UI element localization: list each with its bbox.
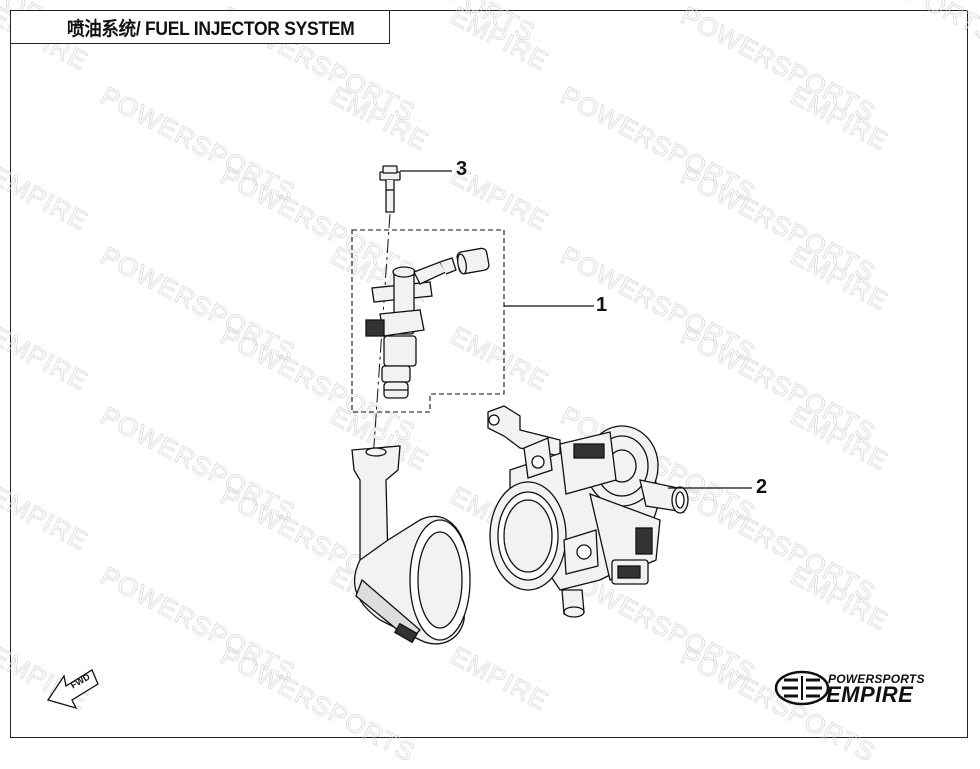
exploded-parts-drawing (46, 165, 830, 710)
assembly-boundary-1 (351, 229, 505, 413)
title-box: 喷油系统/ FUEL INJECTOR SYSTEM (10, 10, 390, 44)
callout-3: 3 (456, 158, 468, 180)
empire-logo-icon (774, 670, 830, 706)
page-title: 喷油系统/ FUEL INJECTOR SYSTEM (67, 18, 355, 40)
bolt-part (379, 165, 401, 213)
fuel-injector-part (365, 247, 490, 399)
brand-main-text: EMPIRE (826, 682, 914, 707)
axis-line (372, 213, 391, 461)
diagram-frame (10, 10, 968, 738)
brand-top-text: POWERSPORTS (828, 672, 925, 686)
callout-2: 2 (756, 476, 768, 498)
brand-logo: POWERSPORTS EMPIRE (772, 668, 952, 708)
throttle-body-part (487, 405, 689, 618)
intake-manifold (351, 445, 471, 645)
fwd-arrow-icon (46, 669, 99, 710)
callout-1: 1 (596, 294, 608, 316)
